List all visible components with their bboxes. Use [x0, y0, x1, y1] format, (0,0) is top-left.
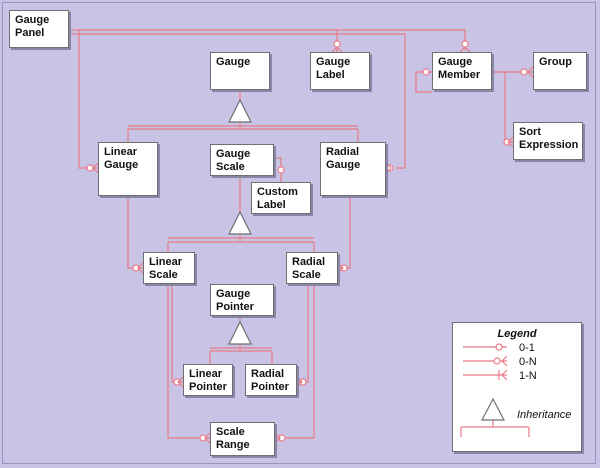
- legend-symbols: [460, 343, 530, 437]
- connector-rscale-range: [275, 284, 315, 439]
- marker-label-crowfoot: [331, 46, 343, 53]
- node-gauge-scale: Gauge Scale: [210, 144, 274, 176]
- marker-rscale-crowfoot: [337, 262, 344, 274]
- node-gauge: Gauge: [210, 52, 270, 90]
- node-radial-pointer: Radial Pointer: [245, 364, 297, 396]
- legend-label-0-1: 0-1: [519, 342, 535, 354]
- inheritance-triangle-pointer: [228, 320, 252, 345]
- legend-inheritance-triangle: [481, 397, 505, 421]
- connector-panel-bus-lower: [69, 33, 406, 169]
- legend-panel: Legend 0-1 0-N 1-N Inheritance: [452, 322, 582, 452]
- marker-lscale-crowfoot: [137, 262, 144, 274]
- connector-lscale-lpointer: [171, 284, 183, 383]
- marker-range-right-circle: [278, 434, 286, 442]
- legend-crowfoot-1-n: [501, 369, 508, 381]
- node-custom-label: Custom Label: [251, 182, 311, 214]
- node-linear-pointer: Linear Pointer: [183, 364, 233, 396]
- connector-rscale-rpointer: [297, 284, 309, 383]
- marker-rgauge-crowfoot: [385, 162, 392, 174]
- node-linear-scale: Linear Scale: [143, 252, 195, 284]
- connector-panel-to-linear-gauge: [78, 30, 98, 169]
- node-gauge-pointer: Gauge Pointer: [210, 284, 274, 316]
- connector-lgauge-lscale: [127, 196, 143, 269]
- marker-rscale-circle: [340, 264, 348, 272]
- marker-lpointer-crowfoot: [177, 376, 184, 388]
- marker-radial-gauge-circle: [386, 164, 394, 172]
- marker-group-circle: [520, 68, 528, 76]
- marker-range-left-circle: [199, 434, 207, 442]
- node-gauge-member: Gauge Member: [432, 52, 492, 90]
- connector-rgauge-rscale: [338, 196, 351, 269]
- legend-circle-0-1: [495, 343, 503, 351]
- node-radial-gauge: Radial Gauge: [320, 142, 386, 196]
- marker-sort-circle: [503, 138, 511, 146]
- marker-lscale-circle: [132, 264, 140, 272]
- marker-group-crowfoot: [527, 66, 534, 78]
- marker-linear-gauge-circle: [86, 164, 94, 172]
- marker-customlabel-circle: [277, 166, 285, 174]
- marker-range-right-crowfoot: [274, 432, 281, 444]
- node-radial-scale: Radial Scale: [286, 252, 338, 284]
- legend-title: Legend: [497, 328, 537, 340]
- legend-circle-0-n: [493, 357, 501, 365]
- legend-label-0-n: 0-N: [519, 356, 537, 368]
- legend-crowfoot-0-n: [501, 355, 508, 367]
- marker-label-circle: [333, 40, 341, 48]
- node-sort-expression: Sort Expression: [513, 122, 583, 160]
- marker-range-left-crowfoot: [204, 432, 211, 444]
- inheritance-triangle-gauge: [228, 98, 252, 123]
- marker-rpointer-circle: [299, 378, 307, 386]
- legend-label-inheritance: Inheritance: [517, 409, 572, 421]
- node-linear-gauge: Linear Gauge: [98, 142, 158, 196]
- marker-member-self-circle: [422, 68, 430, 76]
- node-scale-range: Scale Range: [210, 422, 275, 456]
- marker-rpointer-crowfoot: [296, 376, 303, 388]
- marker-member-crowfoot: [459, 46, 471, 53]
- marker-sort-crowfoot: [507, 136, 514, 148]
- marker-lgauge-crowfoot: [92, 162, 99, 174]
- node-gauge-label: Gauge Label: [310, 52, 370, 90]
- connector-member-self: [415, 71, 432, 93]
- node-gauge-panel: Gauge Panel: [9, 10, 69, 48]
- legend-label-1-n: 1-N: [519, 370, 537, 382]
- marker-member-circle: [461, 40, 469, 48]
- node-group: Group: [533, 52, 587, 90]
- connector-lscale-range: [167, 284, 210, 439]
- inheritance-triangle-scale: [228, 210, 252, 235]
- connector-member-sort: [504, 72, 513, 143]
- marker-lpointer-circle: [173, 378, 181, 386]
